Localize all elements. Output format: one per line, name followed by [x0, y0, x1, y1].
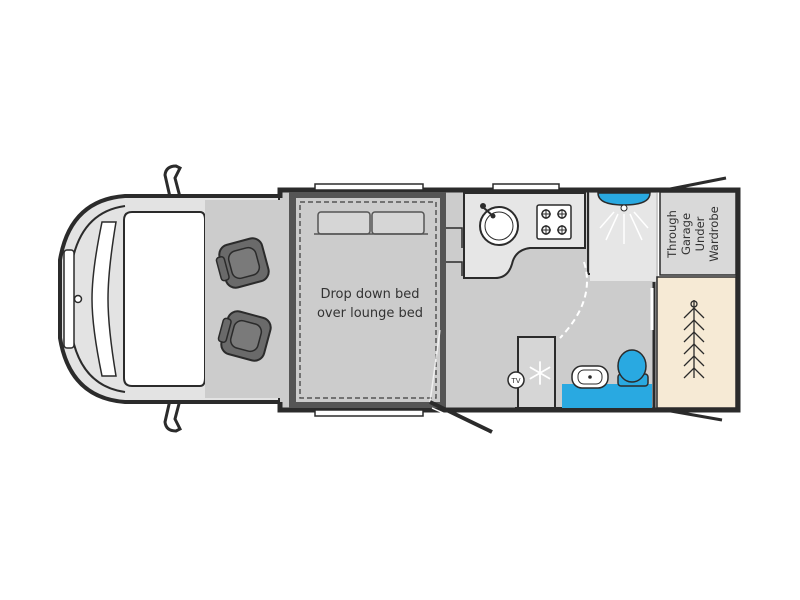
- fridge-snowflake-icon: [529, 361, 551, 385]
- window-bottom: [314, 409, 424, 417]
- cab-floor: [205, 200, 280, 398]
- habitation-body: Drop down bed over lounge bed: [277, 176, 741, 434]
- bed-lounge-edge: [429, 329, 441, 403]
- captain-seat-icon: [215, 237, 270, 289]
- entrance-door: [429, 400, 493, 434]
- shower-tray-blue: [597, 192, 651, 206]
- sink-icon: [479, 203, 519, 246]
- garage-label-line4: Wardrobe: [707, 206, 721, 261]
- windscreen: [91, 221, 117, 377]
- bed-label-line2: over lounge bed: [317, 306, 423, 321]
- window-top-right: [492, 183, 560, 191]
- right-mirror: [163, 398, 183, 433]
- garage-label: Through Garage Under Wardrobe: [665, 206, 721, 261]
- through-garage: [659, 191, 737, 276]
- bed-label-line1: Drop down bed: [320, 287, 419, 302]
- kitchen-cupboard: [446, 227, 463, 276]
- dashboard: [123, 211, 206, 387]
- grille: [63, 249, 75, 349]
- garage-door-top: [664, 176, 727, 192]
- drop-down-bed-outline: [299, 201, 437, 399]
- wardrobe: [656, 276, 737, 409]
- body-wall: [277, 187, 741, 413]
- garage-label-line3: Under: [693, 216, 707, 251]
- badge: [73, 294, 83, 304]
- toilet-icon: [617, 349, 649, 387]
- washroom-door-swing: [559, 261, 588, 339]
- left-mirror: [163, 164, 183, 199]
- window-top-left: [314, 183, 424, 191]
- hob-icon: [536, 204, 572, 240]
- bed-pillow: [317, 211, 371, 235]
- shower-spray-icon: [599, 204, 649, 244]
- cab: [58, 164, 282, 433]
- fridge-cabinet: [517, 336, 556, 409]
- garage-label-line2: Garage: [679, 213, 693, 255]
- entrance-door-inner: [431, 407, 489, 434]
- bed-pillow: [371, 211, 425, 235]
- coat-hanger-icon: [683, 300, 705, 379]
- captain-seat-icon: [217, 310, 272, 362]
- washbasin-icon: [571, 365, 609, 389]
- tv-icon: TV: [507, 371, 525, 389]
- garage-door-bottom: [664, 408, 723, 422]
- tv-label: TV: [510, 377, 520, 385]
- vanity-blue: [562, 384, 652, 408]
- garage-label-line1: Through: [665, 210, 679, 259]
